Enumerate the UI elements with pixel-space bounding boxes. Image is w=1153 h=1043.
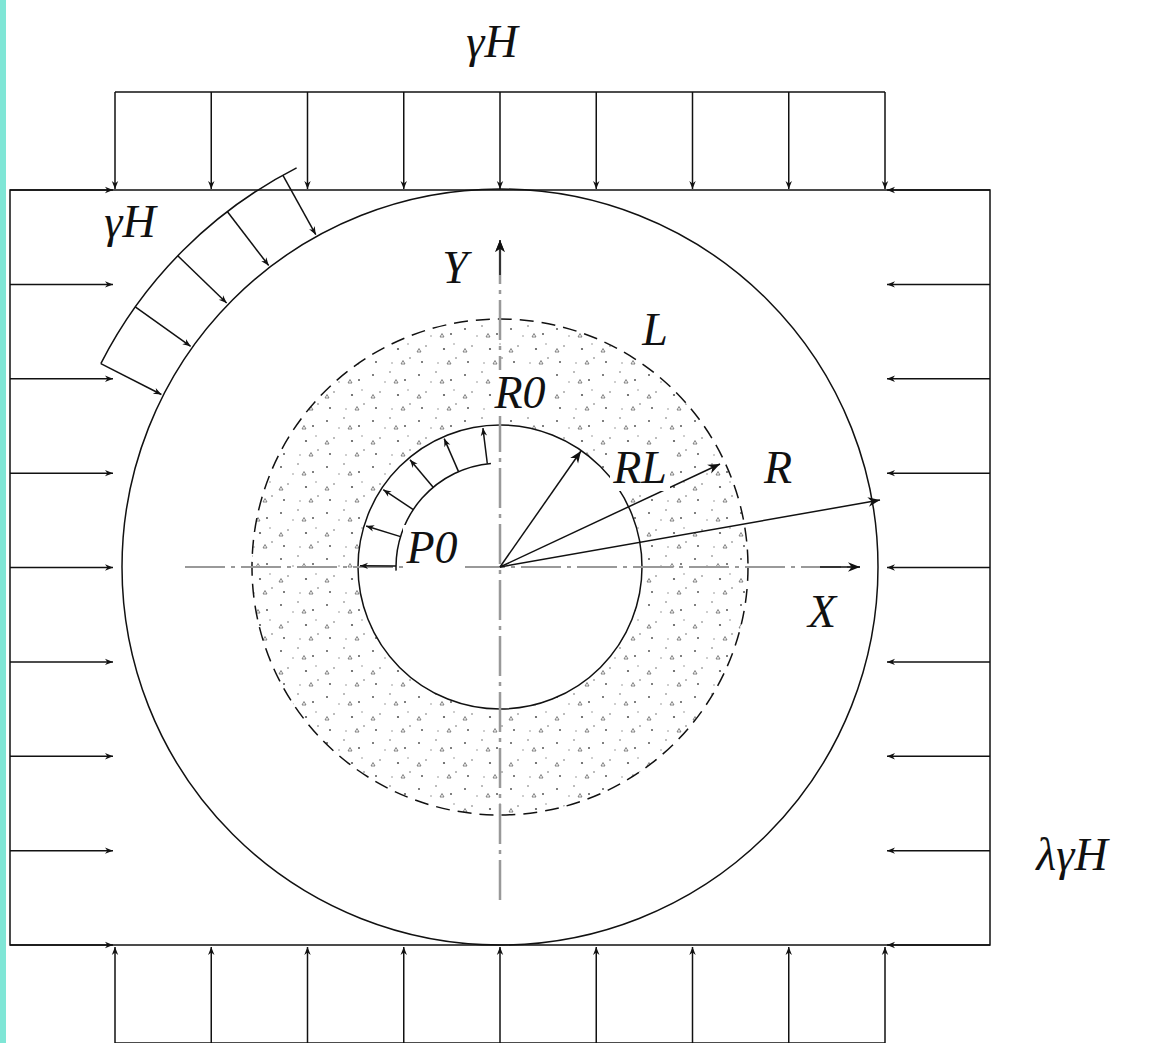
load-arrow <box>692 947 694 1043</box>
load-arrow <box>788 92 790 189</box>
radius-label: RL <box>610 445 670 491</box>
load-arrow <box>360 565 396 567</box>
load-arrow <box>10 661 113 663</box>
left-border-bar <box>0 0 6 1043</box>
load-arrow <box>283 175 316 234</box>
load-arrow <box>307 92 309 189</box>
load-arrow <box>307 947 309 1043</box>
zone-label: L <box>639 307 671 353</box>
load-arrow <box>10 189 113 191</box>
load-arrow <box>10 944 113 946</box>
axis-label: Y <box>439 245 471 291</box>
load-arrow <box>887 189 990 191</box>
load-arrow <box>10 378 113 380</box>
load-arrow <box>114 947 116 1043</box>
load-arrow <box>211 92 213 189</box>
load-arrow <box>483 428 487 464</box>
load-arrow <box>692 92 694 189</box>
load-arrow <box>135 307 190 346</box>
load-arrow <box>227 212 268 266</box>
load-arrow <box>410 460 433 488</box>
load-arrow <box>887 567 990 569</box>
load-arrow <box>444 439 458 472</box>
load-label: λγH <box>1036 832 1107 878</box>
load-arrow <box>884 92 886 189</box>
load-arrow <box>10 472 113 474</box>
load-arrow <box>10 756 113 758</box>
load-arrow <box>383 490 413 510</box>
load-arrow <box>887 944 990 946</box>
load-arc <box>101 168 297 364</box>
load-arrow <box>114 92 116 189</box>
load-arrow <box>10 567 113 569</box>
load-arrow <box>887 850 990 852</box>
load-arrow <box>366 526 400 537</box>
load-arrow <box>403 92 405 189</box>
load-label: γH <box>101 199 158 245</box>
radius-label: R <box>761 445 795 491</box>
load-arrow <box>403 947 405 1043</box>
load-arrow <box>596 947 598 1043</box>
load-arrow <box>101 364 162 395</box>
load-arc <box>396 463 491 570</box>
load-arrow <box>499 947 501 1043</box>
load-arrow <box>887 472 990 474</box>
load-arrow <box>887 378 990 380</box>
load-label: γH <box>466 19 517 65</box>
load-arrow <box>10 850 113 852</box>
load-arrow <box>10 284 113 286</box>
load-arrow <box>211 947 213 1043</box>
load-arrow <box>788 947 790 1043</box>
load-arrow <box>884 947 886 1043</box>
load-arrow <box>596 92 598 189</box>
load-arrow <box>887 661 990 663</box>
load-arrow <box>887 756 990 758</box>
pressure-label: P0 <box>403 525 460 571</box>
axis-label: X <box>805 589 839 635</box>
load-arrow <box>887 284 990 286</box>
load-arrow <box>178 256 227 303</box>
load-arrow <box>499 92 501 189</box>
radius-label: R0 <box>491 370 548 416</box>
